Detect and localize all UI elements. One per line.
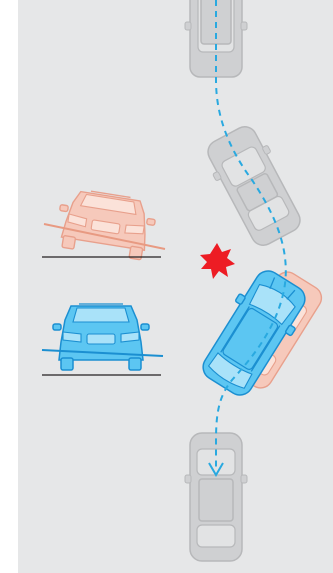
blue-car-front-view-level bbox=[53, 304, 149, 370]
